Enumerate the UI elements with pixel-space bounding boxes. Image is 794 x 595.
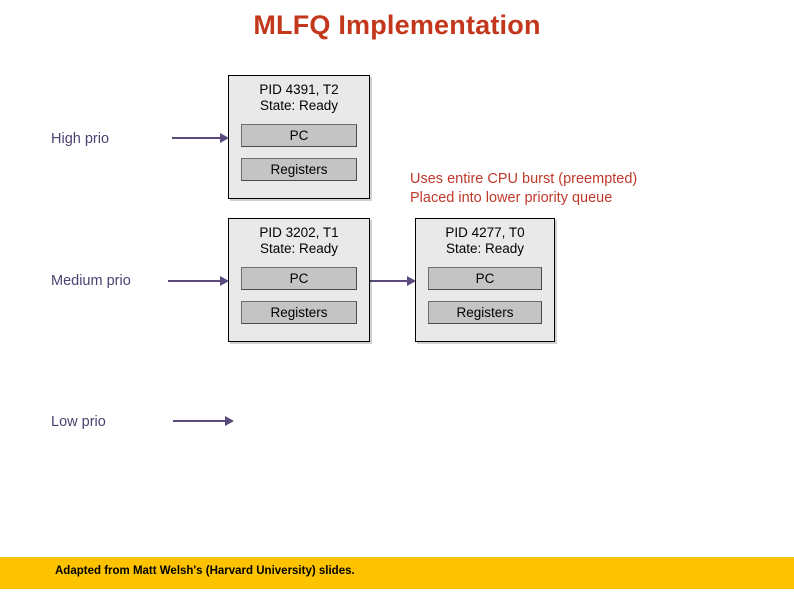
arrow-shaft: [370, 280, 408, 282]
pcb-field-pc: PC: [241, 124, 357, 147]
annotation-line-2: Placed into lower priority queue: [410, 190, 613, 206]
arrow-shaft: [173, 420, 226, 422]
arrow-head: [220, 133, 229, 143]
pcb-block-medium-4277[interactable]: PID 4277, T0 State: Ready PC Registers: [415, 218, 555, 342]
pcb-header: PID 4277, T0 State: Ready: [416, 219, 554, 257]
arrow-shaft: [168, 280, 221, 282]
pcb-state-line: State: Ready: [259, 98, 339, 113]
annotation-text: Uses entire CPU burst (preempted) Placed…: [410, 170, 637, 208]
page-title: MLFQ Implementation: [253, 10, 541, 40]
arrow-head: [407, 276, 416, 286]
pcb-header: PID 3202, T1 State: Ready: [229, 219, 369, 257]
pcb-pid-line: PID 3202, T1: [259, 225, 339, 240]
pcb-field-pc: PC: [241, 267, 357, 290]
arrow-head: [220, 276, 229, 286]
pcb-field-registers: Registers: [241, 158, 357, 181]
pcb-block-high-4391[interactable]: PID 4391, T2 State: Ready PC Registers: [228, 75, 370, 199]
arrow-shaft: [172, 137, 221, 139]
queue-label-medium: Medium prio: [51, 273, 131, 289]
footer-attribution: Adapted from Matt Welsh's (Harvard Unive…: [55, 565, 355, 577]
pcb-state-line: State: Ready: [445, 241, 525, 256]
pcb-pid-line: PID 4277, T0: [445, 225, 525, 240]
pcb-field-pc: PC: [428, 267, 542, 290]
pcb-field-registers: Registers: [241, 301, 357, 324]
pcb-state-line: State: Ready: [259, 241, 339, 256]
pcb-header: PID 4391, T2 State: Ready: [229, 76, 369, 114]
queue-arrow-medium-icon: [168, 275, 229, 287]
pcb-pid-line: PID 4391, T2: [259, 82, 339, 97]
queue-label-high: High prio: [51, 131, 110, 147]
footer-bar: Adapted from Matt Welsh's (Harvard Unive…: [0, 557, 794, 589]
annotation-line-1: Uses entire CPU burst (preempted): [410, 171, 638, 187]
queue-arrow-low-icon: [173, 415, 234, 427]
queue-label-low: Low prio: [51, 414, 106, 430]
queue-arrow-high-icon: [172, 132, 229, 144]
pcb-block-medium-3202[interactable]: PID 3202, T1 State: Ready PC Registers: [228, 218, 370, 342]
pcb-link-arrow-icon: [370, 275, 416, 287]
arrow-head: [225, 416, 234, 426]
pcb-field-registers: Registers: [428, 301, 542, 324]
